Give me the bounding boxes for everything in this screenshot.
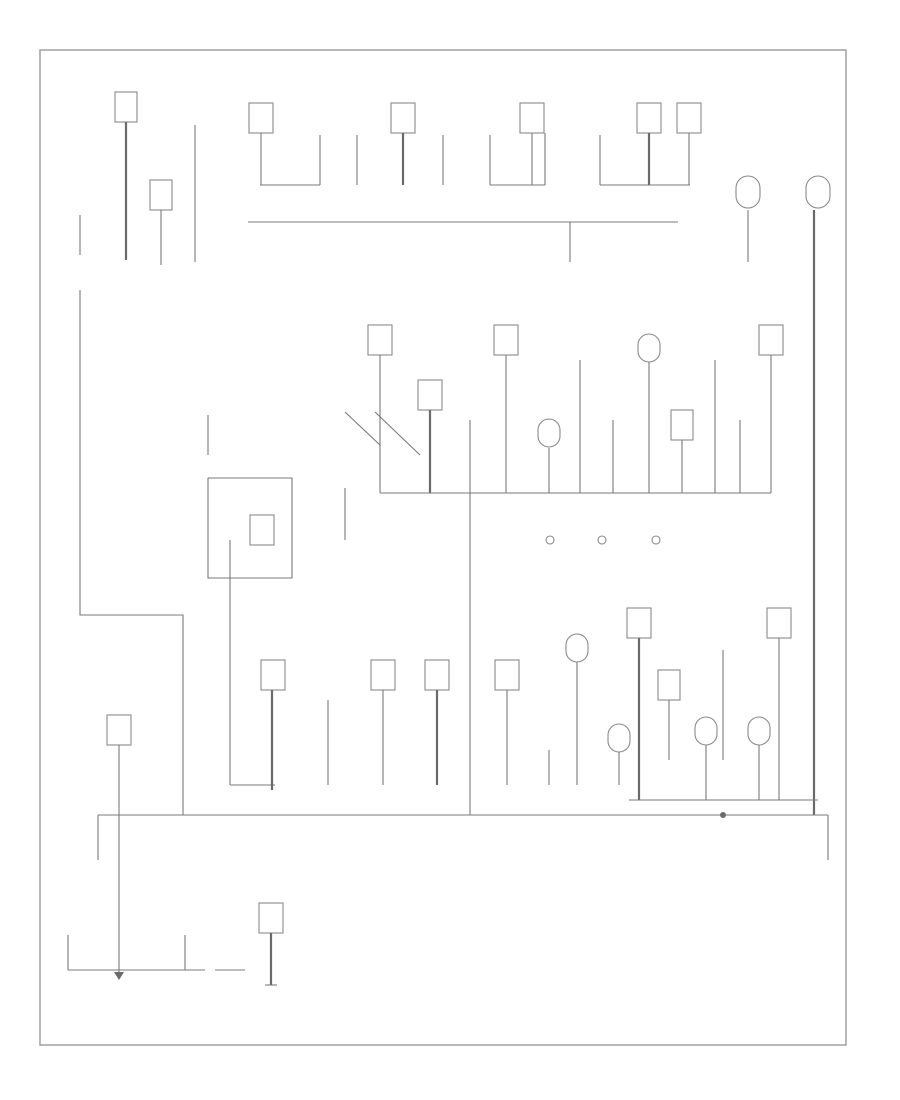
component-block <box>149 179 173 211</box>
ground-symbol <box>114 972 124 980</box>
left-routing-wires <box>79 290 184 815</box>
right-lamps <box>735 175 831 815</box>
component-block <box>114 91 138 123</box>
splice-node <box>720 812 726 818</box>
middle-right-switches <box>545 535 661 545</box>
top-row-components <box>248 102 702 185</box>
top-left-components <box>79 91 196 265</box>
lower-components <box>260 607 818 801</box>
top-bus-wires <box>248 184 690 262</box>
main-ground-bus <box>97 812 829 860</box>
lower-left-components <box>67 714 284 986</box>
middle-components <box>344 324 784 815</box>
diagram-frame <box>39 49 847 1046</box>
middle-left-components <box>207 415 346 786</box>
